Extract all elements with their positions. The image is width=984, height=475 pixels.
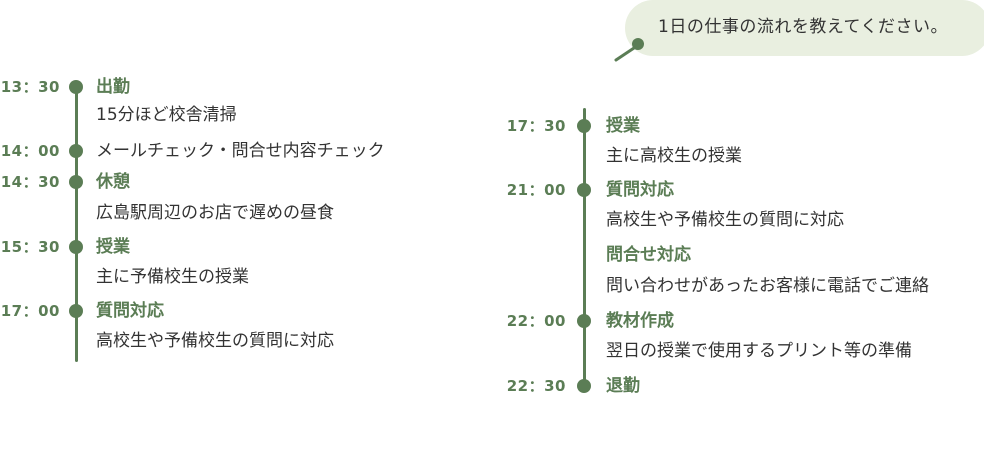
entry-description: 高校生や予備校生の質問に対応	[96, 331, 334, 351]
entry-time: 14：30	[0, 173, 60, 191]
speech-bubble	[625, 0, 984, 56]
microphone-icon	[614, 38, 644, 62]
timeline-dot	[69, 175, 83, 189]
entry-description: 15分ほど校舎清掃	[96, 105, 237, 125]
entry-title: 授業	[606, 116, 640, 136]
entry-time: 22：30	[506, 377, 566, 395]
entry-title: 出勤	[96, 77, 130, 97]
entry-title: 休憩	[96, 172, 130, 192]
right-timeline-line	[583, 108, 586, 386]
entry-description: 高校生や予備校生の質問に対応	[606, 210, 844, 230]
timeline-dot	[577, 183, 591, 197]
entry-title: 教材作成	[606, 311, 674, 331]
timeline-dot	[69, 240, 83, 254]
entry-time: 13：30	[0, 78, 60, 96]
entry-description: 翌日の授業で使用するプリント等の準備	[606, 341, 912, 361]
entry-description: 主に予備校生の授業	[96, 267, 249, 287]
entry-title: 授業	[96, 237, 130, 257]
bubble-question-text: 1日の仕事の流れを教えてください。	[658, 17, 948, 37]
entry-title: 質問対応	[606, 180, 674, 200]
timeline-dot	[577, 119, 591, 133]
timeline-dot	[577, 314, 591, 328]
entry-description: 主に高校生の授業	[606, 146, 742, 166]
timeline-dot	[69, 144, 83, 158]
left-timeline-line	[75, 87, 78, 362]
entry-title: 問合せ対応	[606, 245, 691, 265]
entry-time: 17：00	[0, 302, 60, 320]
entry-time: 21：00	[506, 181, 566, 199]
entry-time: 17：30	[506, 117, 566, 135]
entry-description: 問い合わせがあったお客様に電話でご連絡	[606, 276, 929, 296]
timeline-dot	[577, 379, 591, 393]
left-timeline: 13：30 出勤 15分ほど校舎清掃 14：00 メールチェック・問合せ内容チェ…	[0, 0, 480, 475]
entry-time: 15：30	[0, 238, 60, 256]
timeline-dot	[69, 304, 83, 318]
entry-description: メールチェック・問合せ内容チェック	[96, 141, 385, 161]
entry-time: 22：00	[506, 312, 566, 330]
entry-title: 退勤	[606, 376, 640, 396]
entry-time: 14：00	[0, 142, 60, 160]
entry-title: 質問対応	[96, 301, 164, 321]
entry-description: 広島駅周辺のお店で遅めの昼食	[96, 203, 334, 223]
timeline-dot	[69, 80, 83, 94]
